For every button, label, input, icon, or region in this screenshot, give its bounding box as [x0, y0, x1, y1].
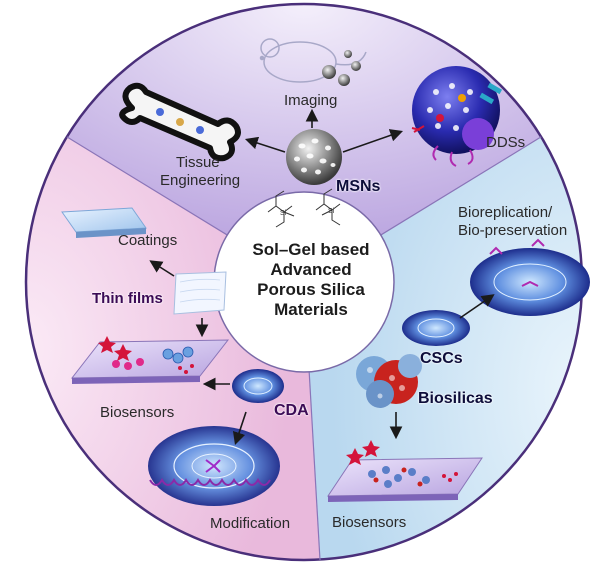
- bone-icon: [119, 82, 241, 162]
- biosensors-right-label: Biosensors: [332, 514, 407, 531]
- tissue-label-line1: Tissue: [176, 154, 220, 171]
- top-arrows: [244, 108, 404, 153]
- biosilicas-label: Biosilicas: [418, 390, 493, 407]
- left-arrows: [149, 260, 247, 446]
- drug-delivery-sphere-icon: [411, 66, 503, 167]
- tissue-label-line2: Engineering: [160, 172, 241, 189]
- svg-text:Si: Si: [280, 210, 287, 217]
- right-arrows: [389, 294, 495, 440]
- bioreplica-particle-icon: [470, 238, 590, 316]
- coatings-label: Coatings: [118, 232, 178, 249]
- cscs-label: CSCs: [420, 350, 463, 367]
- mouse-icon: [259, 38, 367, 83]
- msn-label: MSNs: [336, 178, 381, 195]
- csc-particle-icon: [402, 310, 470, 346]
- biosensor-plate-left-icon: [70, 336, 230, 384]
- coating-sheet-icon: [61, 207, 147, 238]
- imaging-label: Imaging: [284, 92, 338, 109]
- bioreplication-label-line2: Bio-preservation: [458, 222, 568, 239]
- modified-particle-icon: [148, 426, 280, 506]
- biosensors-left-label: Biosensors: [100, 404, 175, 421]
- center-title: Sol–Gel based Advanced Porous Silica Mat…: [236, 240, 386, 320]
- center-title-line-4: Materials: [274, 300, 348, 319]
- imaging-nanoparticles-icon: [322, 50, 361, 86]
- thin-film-icon: [173, 271, 227, 315]
- cda-label: CDA: [274, 402, 309, 419]
- center-title-line-3: Porous Silica: [257, 280, 365, 299]
- dds-label: DDSs: [486, 134, 526, 151]
- cda-particle-icon: [232, 369, 284, 403]
- msn-sphere-icon: [286, 129, 342, 185]
- center-title-line-1: Sol–Gel based: [252, 240, 370, 259]
- modification-label: Modification: [210, 515, 291, 532]
- silane-molecules-icon: Si Si: [267, 188, 341, 228]
- biosilica-cluster-icon: [356, 354, 422, 408]
- thin-films-label: Thin films: [92, 290, 163, 307]
- svg-text:Si: Si: [328, 208, 335, 215]
- bioreplication-label-line1: Bioreplication/: [458, 204, 553, 221]
- biosensor-plate-right-icon: [327, 440, 483, 502]
- center-title-line-2: Advanced: [270, 260, 352, 279]
